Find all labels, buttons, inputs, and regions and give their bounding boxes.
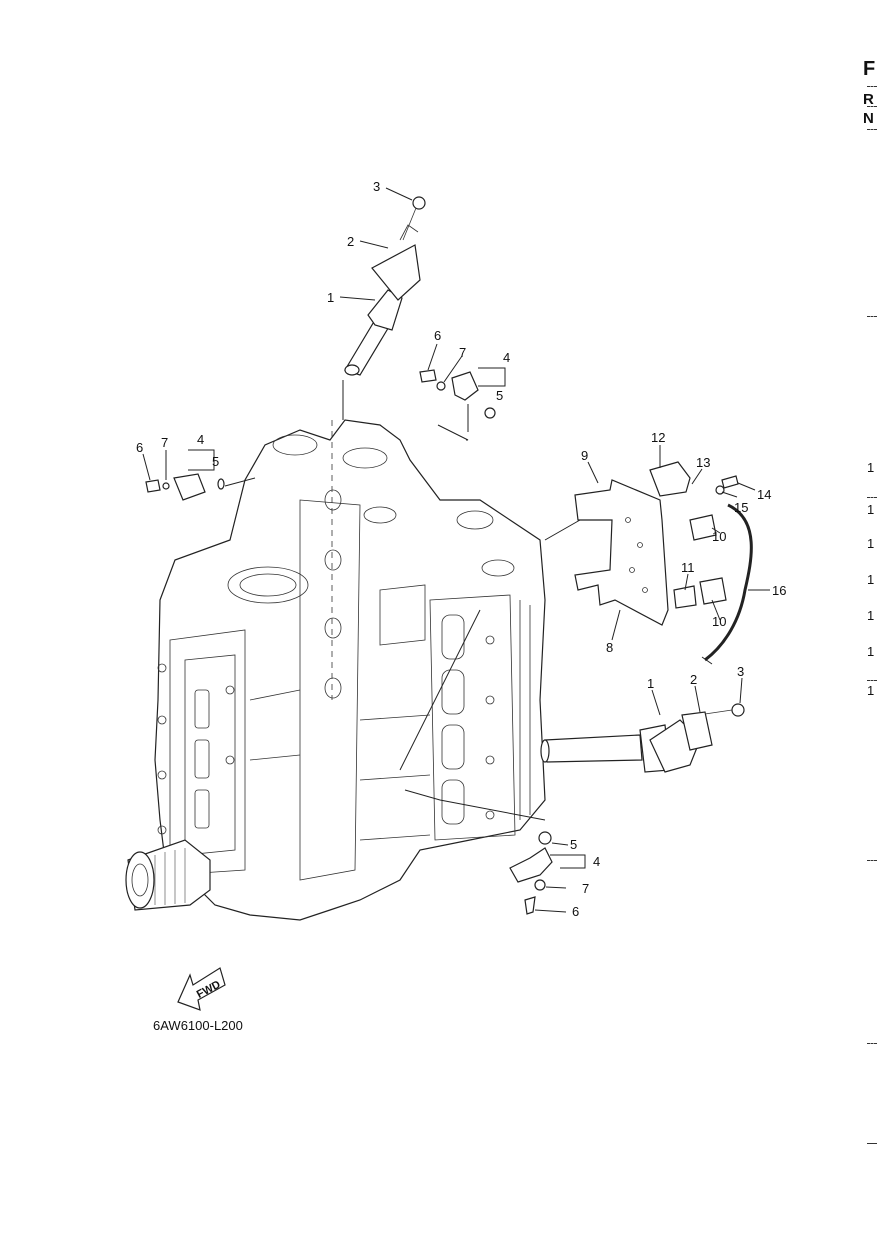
leader-lines-top bbox=[339, 187, 413, 420]
callout-15: 15 bbox=[734, 500, 748, 515]
callout-6-left: 6 bbox=[136, 440, 143, 455]
ignition-coil-top bbox=[344, 196, 426, 376]
callout-16: 16 bbox=[772, 583, 786, 598]
fwd-arrow-icon: FWD bbox=[177, 967, 226, 1011]
edge-header-r: R bbox=[863, 91, 874, 108]
leader-lines-lower-coil bbox=[651, 677, 743, 716]
sensor-lower bbox=[509, 831, 553, 915]
edge-row-number: 1 bbox=[867, 683, 875, 698]
edge-divider bbox=[867, 106, 877, 107]
callout-7-left: 7 bbox=[161, 435, 168, 450]
edge-divider bbox=[867, 860, 877, 861]
leader-lines-sensor-upper bbox=[427, 343, 506, 441]
edge-divider bbox=[867, 1043, 877, 1044]
sensor-left bbox=[145, 473, 225, 501]
callout-3-lower: 3 bbox=[737, 664, 744, 679]
edge-divider bbox=[867, 497, 877, 498]
callout-1-lower: 1 bbox=[647, 676, 654, 691]
callout-2-top: 2 bbox=[347, 234, 354, 249]
engine-block bbox=[125, 419, 546, 921]
callout-1-top: 1 bbox=[327, 290, 334, 305]
callout-11: 11 bbox=[681, 560, 695, 575]
callout-5-upper: 5 bbox=[496, 388, 503, 403]
edge-row-number: 1 bbox=[867, 502, 875, 517]
leader-lines-sensor-left bbox=[142, 449, 256, 487]
edge-divider bbox=[867, 1143, 877, 1144]
leader-lines-bracket bbox=[544, 445, 770, 641]
figure-code: 6AW6100-L200 bbox=[153, 1018, 243, 1033]
edge-row-number: 1 bbox=[867, 460, 875, 475]
leader-lines-sensor-lower bbox=[399, 609, 586, 913]
callout-6-upper: 6 bbox=[434, 328, 441, 343]
edge-row-number: 1 bbox=[867, 644, 875, 659]
callout-5-left: 5 bbox=[212, 454, 219, 469]
callout-2-lower: 2 bbox=[690, 672, 697, 687]
sensor-upper bbox=[419, 369, 496, 419]
callout-9: 9 bbox=[581, 448, 588, 463]
edge-row-number: 1 bbox=[867, 536, 875, 551]
edge-row-number: 1 bbox=[867, 608, 875, 623]
edge-header-f: F bbox=[863, 58, 876, 80]
edge-row-number: 1 bbox=[867, 572, 875, 587]
callout-4-upper: 4 bbox=[503, 350, 510, 365]
callout-14: 14 bbox=[757, 487, 771, 502]
callout-8: 8 bbox=[606, 640, 613, 655]
edge-header-n: N bbox=[863, 110, 874, 127]
callout-4-lower: 4 bbox=[593, 854, 600, 869]
oil-filter bbox=[125, 839, 211, 911]
mounting-bracket bbox=[574, 461, 753, 665]
callout-13: 13 bbox=[696, 455, 710, 470]
callout-7-lower: 7 bbox=[582, 881, 589, 896]
callout-10-lower: 10 bbox=[712, 614, 726, 629]
callout-12: 12 bbox=[651, 430, 665, 445]
edge-divider bbox=[867, 129, 877, 130]
callout-6-lower: 6 bbox=[572, 904, 579, 919]
ignition-coil-lower bbox=[540, 703, 745, 773]
callout-5-lower: 5 bbox=[570, 837, 577, 852]
callout-4-left: 4 bbox=[197, 432, 204, 447]
edge-divider bbox=[867, 680, 877, 681]
edge-divider bbox=[867, 316, 877, 317]
callout-3-top: 3 bbox=[373, 179, 380, 194]
edge-divider bbox=[867, 86, 877, 87]
callout-10-upper: 10 bbox=[712, 529, 726, 544]
callout-7-upper: 7 bbox=[459, 345, 466, 360]
